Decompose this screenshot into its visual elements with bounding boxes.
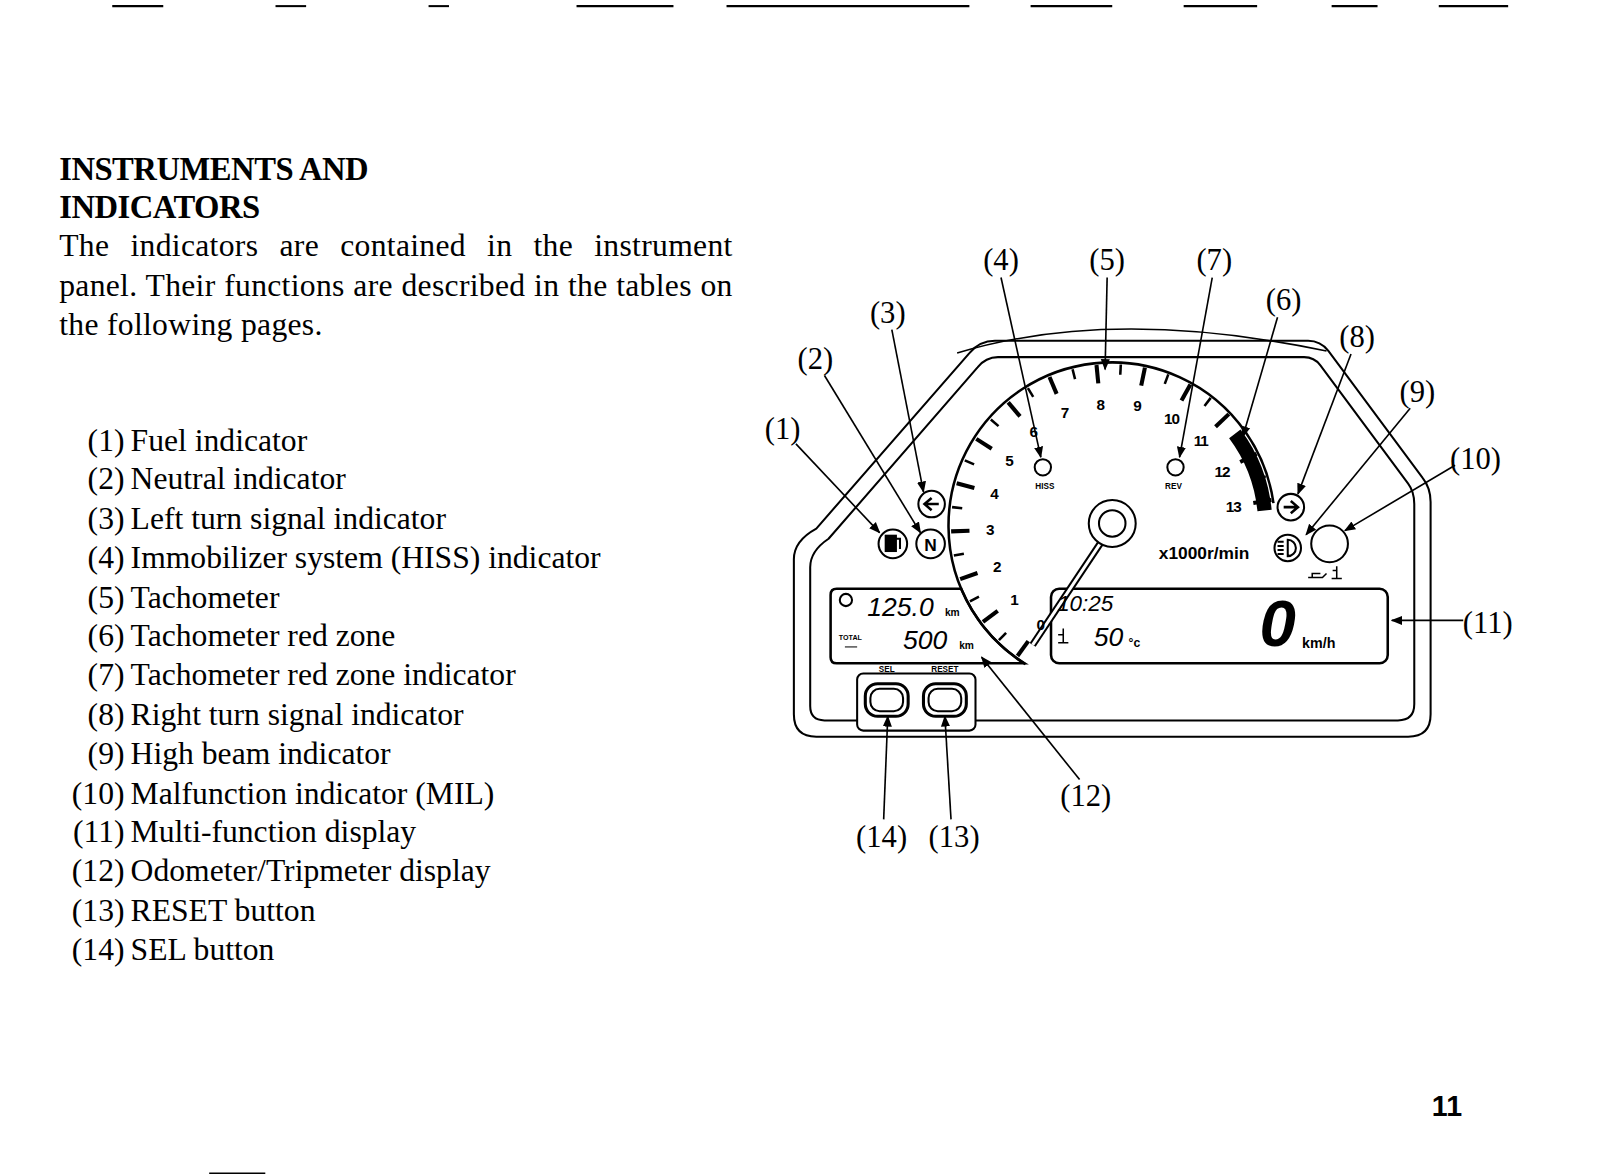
button-label: SEL xyxy=(879,666,895,674)
tachometer-digit: 12 xyxy=(1214,463,1229,478)
list-number: (3) xyxy=(88,502,125,534)
tachometer-digit: 1 xyxy=(1010,591,1017,606)
list-number: (11) xyxy=(73,816,125,848)
callout-number: (5) xyxy=(1089,245,1125,276)
tachometer-digit: 5 xyxy=(1005,452,1012,467)
list-item: Left turn signal indicator xyxy=(131,502,446,534)
list-item: Tachometer red zone indicator xyxy=(131,659,516,691)
tachometer-digit: 6 xyxy=(1029,424,1036,439)
list-item: Immobilizer system (HISS) indicator xyxy=(131,542,601,574)
list-number: (7) xyxy=(88,659,125,691)
list-number: (10) xyxy=(72,777,125,809)
list-item: Fuel indicator xyxy=(131,424,308,456)
list-item: Right turn signal indicator xyxy=(131,698,464,730)
intro-paragraph: The indicators are contained in the inst… xyxy=(59,227,732,345)
lcd-unit: °c xyxy=(1129,637,1141,649)
lcd-temperature: 50 xyxy=(1094,623,1124,650)
indicator-label: REV xyxy=(1165,483,1182,491)
indicator-label: HISS xyxy=(1035,483,1054,491)
list-item: SEL button xyxy=(131,933,275,965)
lcd-odometer: 500 xyxy=(903,627,947,654)
callout-number: (1) xyxy=(765,413,801,444)
list-number: (8) xyxy=(88,698,125,730)
callout-number: (12) xyxy=(1060,781,1111,812)
list-item: RESET button xyxy=(131,894,316,926)
tachometer-digit: 0 xyxy=(1037,617,1044,632)
tachometer-digit: 8 xyxy=(1097,396,1104,411)
callout-number: (2) xyxy=(797,344,833,375)
list-item: High beam indicator xyxy=(131,737,391,769)
callout-number: (11) xyxy=(1463,607,1513,638)
list-number: (13) xyxy=(72,894,125,926)
lcd-unit: km xyxy=(945,608,960,618)
tachometer-digit: 4 xyxy=(990,486,997,501)
list-number: (5) xyxy=(88,581,125,613)
tachometer-digit: 10 xyxy=(1164,411,1179,426)
list-item: Tachometer red zone xyxy=(131,620,396,652)
lcd-unit: km/h xyxy=(1302,636,1335,650)
list-number: (1) xyxy=(88,424,125,456)
neutral-letter: N xyxy=(924,536,937,553)
lcd-trip: 125.0 xyxy=(867,594,933,621)
list-item: Multi-function display xyxy=(131,816,417,848)
lcd-clock: 10:25 xyxy=(1057,593,1113,615)
callout-number: (7) xyxy=(1196,245,1232,276)
callout-number: (9) xyxy=(1399,377,1435,408)
callout-number: (13) xyxy=(929,821,980,852)
tachometer-digit: 2 xyxy=(993,559,1000,574)
list-number: (14) xyxy=(72,933,125,965)
tachometer-digit: 13 xyxy=(1226,498,1241,513)
list-number: (9) xyxy=(88,737,125,769)
tachometer-digit: 9 xyxy=(1133,398,1140,413)
list-number: (2) xyxy=(88,463,125,495)
page-number: 11 xyxy=(1432,1093,1462,1122)
button-label: RESET xyxy=(931,666,958,674)
callout-number: (6) xyxy=(1266,285,1302,316)
list-item: Malfunction indicator (MIL) xyxy=(131,777,495,809)
list-number: (4) xyxy=(88,542,125,574)
list-number: (12) xyxy=(72,855,125,887)
page-title: INSTRUMENTS AND INDICATORS xyxy=(59,149,447,227)
callout-number: (3) xyxy=(870,298,906,329)
tachometer-digit: 11 xyxy=(1194,433,1208,448)
callout-number: (10) xyxy=(1450,444,1501,475)
list-item: Tachometer xyxy=(131,581,280,613)
list-number: (6) xyxy=(88,620,125,652)
callout-number: (4) xyxy=(983,245,1019,276)
callout-number: (14) xyxy=(856,821,907,852)
list-item: Neutral indicator xyxy=(131,463,346,495)
lcd-label: TOTAL xyxy=(839,634,862,641)
tachometer-digit: 7 xyxy=(1061,405,1068,420)
list-item: Odometer/Tripmeter display xyxy=(131,855,491,887)
tachometer-digit: 3 xyxy=(986,522,993,537)
lcd-speed: 0 xyxy=(1259,591,1295,656)
lcd-unit: km xyxy=(959,641,974,651)
callout-number: (8) xyxy=(1339,321,1375,352)
tachometer-unit: x1000r/min xyxy=(1159,544,1250,561)
